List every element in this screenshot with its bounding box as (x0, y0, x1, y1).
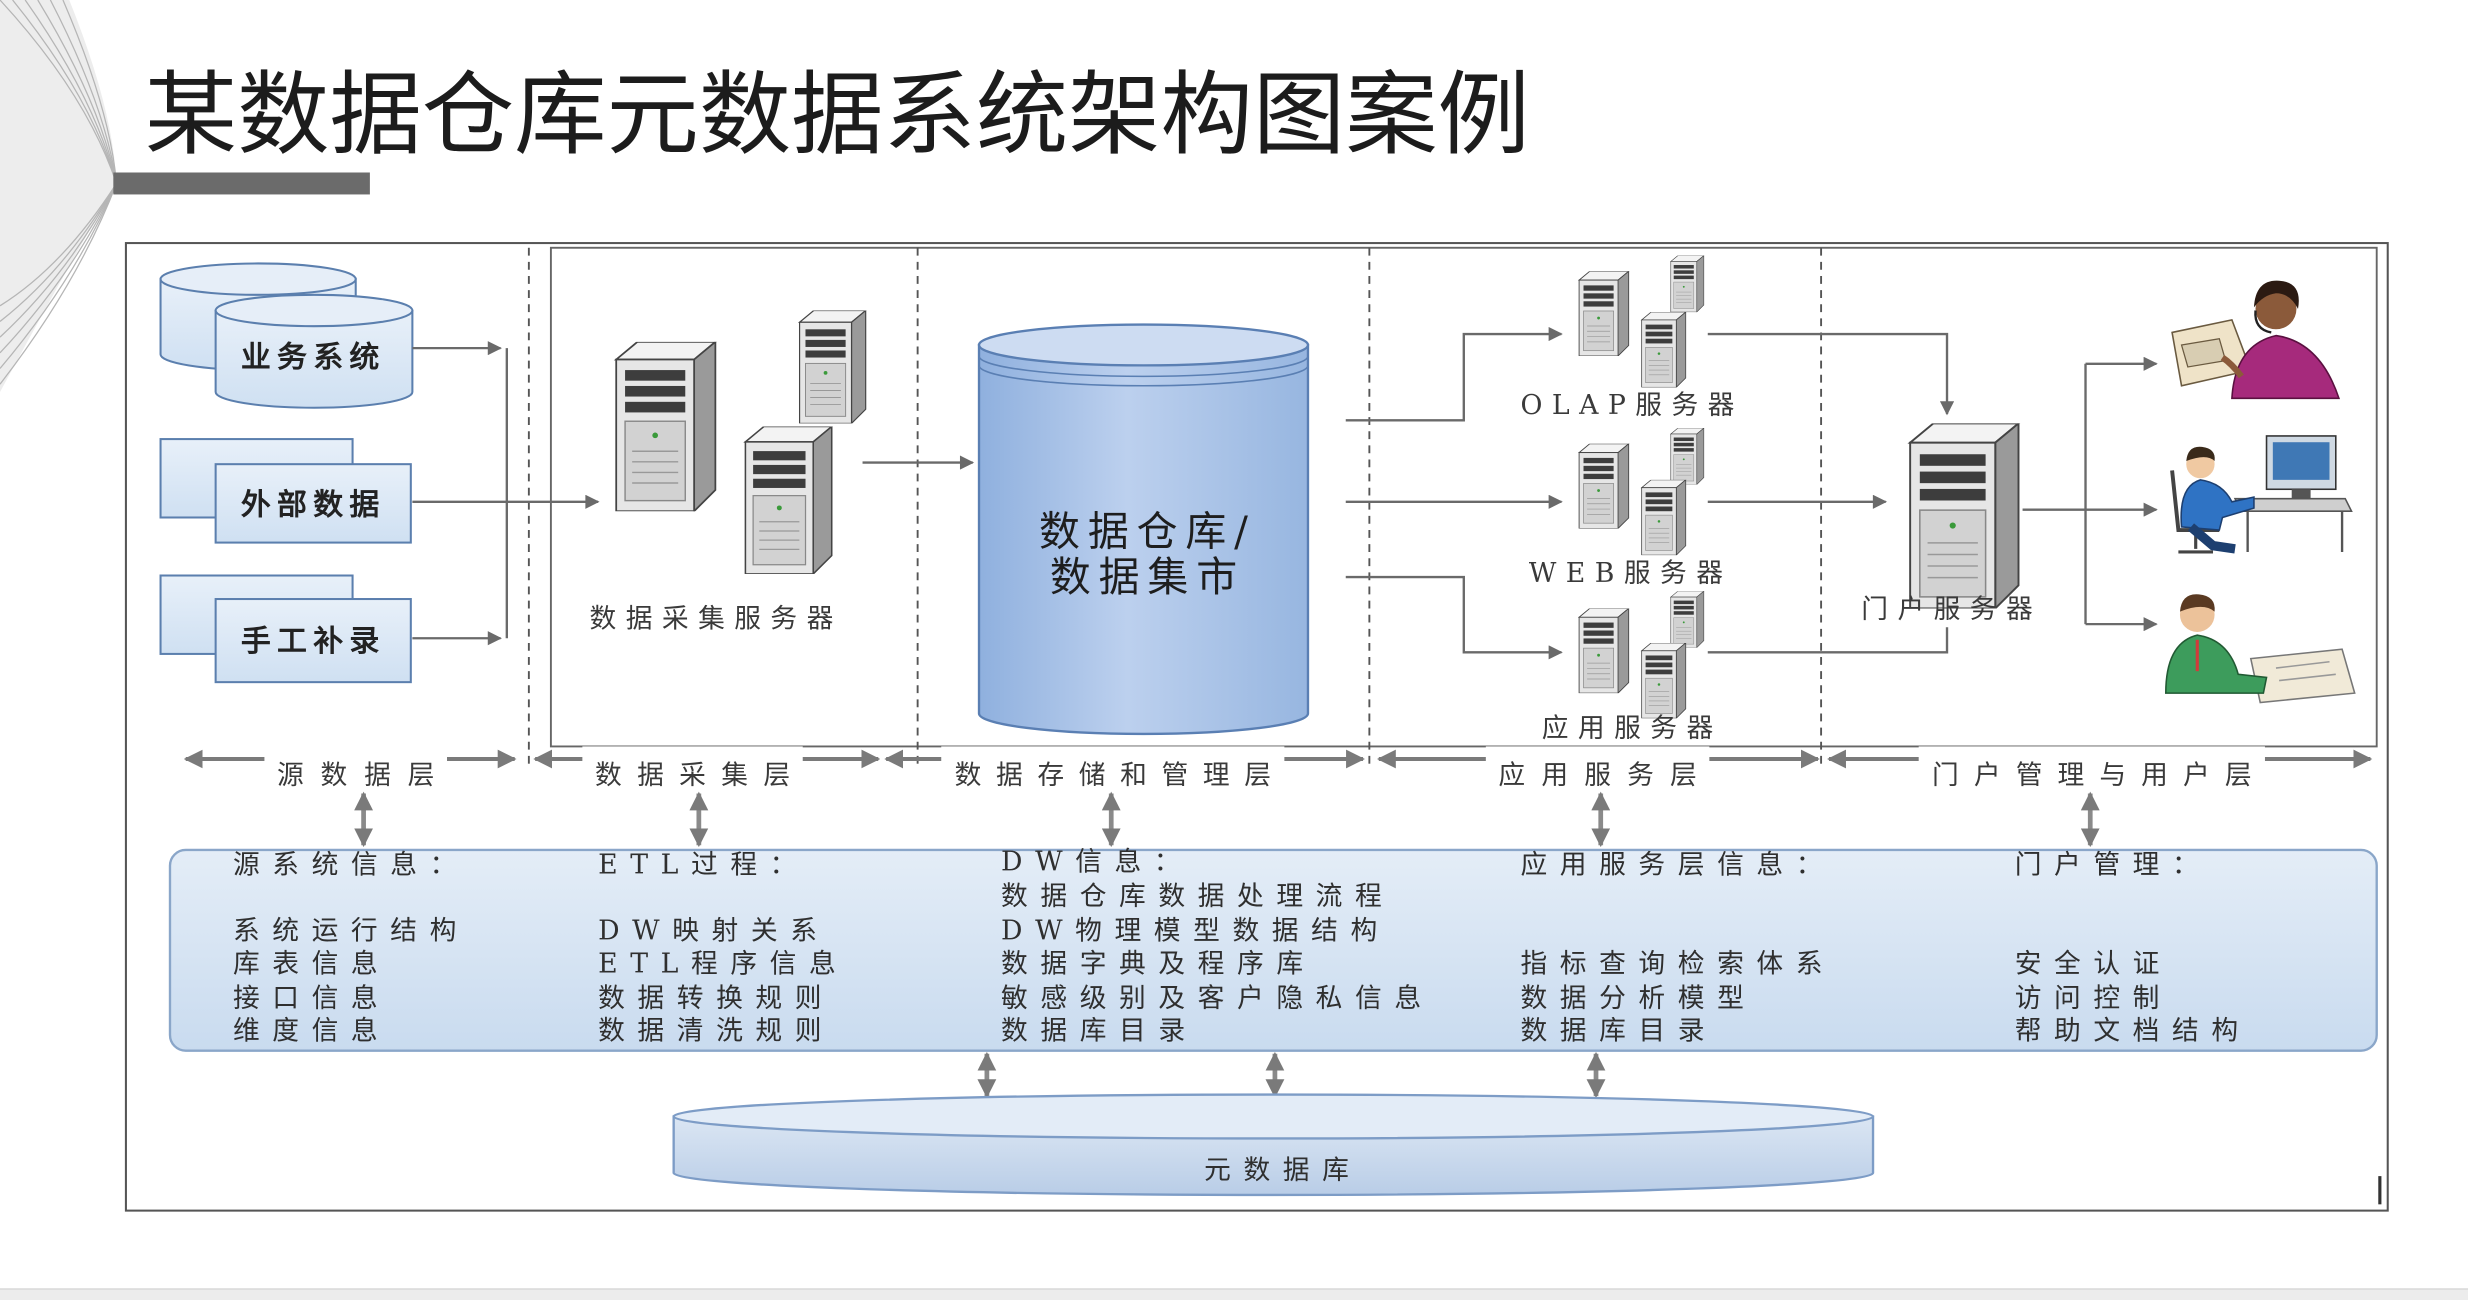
column-item: 数据转换规则 (598, 983, 834, 1014)
footer-strip (0, 1289, 2468, 1300)
layer-portal: 门户管理与用户层 (1827, 746, 2373, 794)
column-item: 库表信息 (233, 948, 390, 979)
warehouse-label-line1: 数据仓库/ (1039, 508, 1256, 556)
server-tower-icon (1641, 479, 1687, 556)
server-tower-icon (1578, 443, 1630, 529)
column-heading: 源系统信息： (233, 850, 469, 881)
app-to-portal-connectors (1707, 332, 1955, 654)
column-item: 数据分析模型 (1520, 983, 1756, 1014)
source-label: 业务系统 (241, 340, 386, 375)
metadata-database-cylinder: 元数据库 (672, 1093, 1875, 1197)
column-item: 数据库目录 (1001, 1016, 1198, 1047)
database-cylinder-icon (159, 262, 414, 409)
column-heading: 门户管理： (2015, 850, 2212, 881)
layer-application: 应用服务层 (1376, 746, 1820, 794)
user-manager-icon (2165, 594, 2356, 704)
title-underline-bar (113, 172, 370, 195)
olap-servers: OLAP服务器 (1521, 255, 1744, 421)
portal-server: 门户服务器 (1861, 423, 2042, 625)
application-servers: 应用服务器 (1542, 591, 1723, 744)
server-label: WEB服务器 (1529, 558, 1733, 589)
column-item: 敏感级别及客户隐私信息 (1001, 983, 1434, 1014)
column-item: 帮助文档结构 (2015, 1016, 2251, 1047)
web-servers: WEB服务器 (1529, 428, 1733, 589)
user-analyst-icon (2170, 435, 2353, 554)
warehouse-label-line2: 数据集市 (1050, 553, 1245, 601)
slide-title: 某数据仓库元数据系统架构图案例 (145, 62, 1530, 168)
data-warehouse-cylinder: 数据仓库/ 数据集市 (977, 323, 1310, 736)
panel-column-dw: DW信息： 数据仓库数据处理流程 DW物理模型数据结构 数据字典及程序库 敏感级… (1001, 846, 1434, 1047)
data-collection-servers: 数据采集服务器 (590, 310, 867, 634)
panel-column-source: 源系统信息： 系统运行结构 库表信息 接口信息 维度信息 (233, 850, 469, 1047)
frame-corner-mark (2378, 1176, 2382, 1205)
column-item: 安全认证 (2015, 948, 2172, 979)
architecture-diagram: 业务系统 外部数据 手工补录 数据采集服务器 (124, 242, 2389, 1212)
column-item: 系统运行结构 (233, 915, 469, 946)
panel-column-application: 应用服务层信息： 指标查询检索体系 数据分析模型 数据库目录 (1520, 850, 1835, 1047)
layer-source: 源数据层 (183, 746, 517, 794)
panel-frame (168, 848, 2378, 1052)
server-tower-icon (798, 310, 867, 424)
column-item: DW映射关系 (598, 915, 829, 946)
column-heading: DW信息： (1001, 846, 1193, 877)
column-item: 访问控制 (2015, 983, 2172, 1014)
metadata-db-label: 元数据库 (1204, 1155, 1361, 1186)
server-tower-icon (1670, 428, 1705, 485)
server-label: 数据采集服务器 (590, 603, 843, 634)
layer-storage: 数据存储和管理层 (884, 746, 1365, 794)
warehouse-connectors (1345, 326, 1563, 660)
server-tower-icon (615, 341, 717, 512)
source-connectors (412, 341, 600, 646)
server-tower-icon (744, 426, 833, 574)
source-manual-entry: 手工补录 (159, 574, 412, 684)
panel-column-portal: 门户管理： 安全认证 访问控制 帮助文档结构 (2015, 850, 2251, 1047)
column-item: 数据清洗规则 (598, 1016, 834, 1047)
source-label: 手工补录 (241, 624, 386, 659)
user-operator-icon (2171, 280, 2341, 400)
source-external-data: 外部数据 (159, 438, 412, 544)
server-tower-icon (1670, 255, 1705, 313)
metadata-to-db-arrows (977, 1051, 1606, 1099)
metadata-info-panel: 源系统信息： 系统运行结构 库表信息 接口信息 维度信息 ETL过程： DW映射… (168, 846, 2378, 1052)
server-zone-frame (549, 246, 2378, 748)
server-tower-icon (1578, 271, 1630, 356)
server-tower-icon (1641, 312, 1687, 388)
server-label: OLAP服务器 (1521, 390, 1744, 421)
column-heading: ETL过程： (598, 850, 809, 881)
portal-to-users-connectors (2022, 356, 2158, 632)
source-business-system: 业务系统 (159, 262, 414, 409)
source-label: 外部数据 (241, 487, 386, 522)
column-item: 指标查询检索体系 (1520, 948, 1835, 979)
server-tower-icon (1670, 591, 1705, 648)
layer-to-metadata-arrows (354, 791, 2100, 848)
panel-column-etl: ETL过程： DW映射关系 ETL程序信息 数据转换规则 数据清洗规则 (598, 850, 848, 1047)
column-item: DW物理模型数据结构 (1001, 915, 1390, 946)
column-item: ETL程序信息 (598, 948, 848, 979)
column-item: 数据库目录 (1520, 1016, 1717, 1047)
server-tower-icon (1578, 608, 1630, 694)
server-label: 门户服务器 (1861, 594, 2042, 625)
column-item: 数据仓库数据处理流程 (1001, 881, 1394, 912)
server-tower-icon (1641, 642, 1687, 719)
server-tower-icon (1909, 423, 2020, 609)
column-item: 维度信息 (233, 1016, 390, 1047)
layer-collection: 数据采集层 (533, 746, 881, 794)
column-item: 接口信息 (233, 983, 390, 1014)
server-label: 应用服务器 (1542, 713, 1723, 744)
column-heading: 应用服务层信息： (1520, 850, 1835, 881)
column-item: 数据字典及程序库 (1001, 948, 1316, 979)
